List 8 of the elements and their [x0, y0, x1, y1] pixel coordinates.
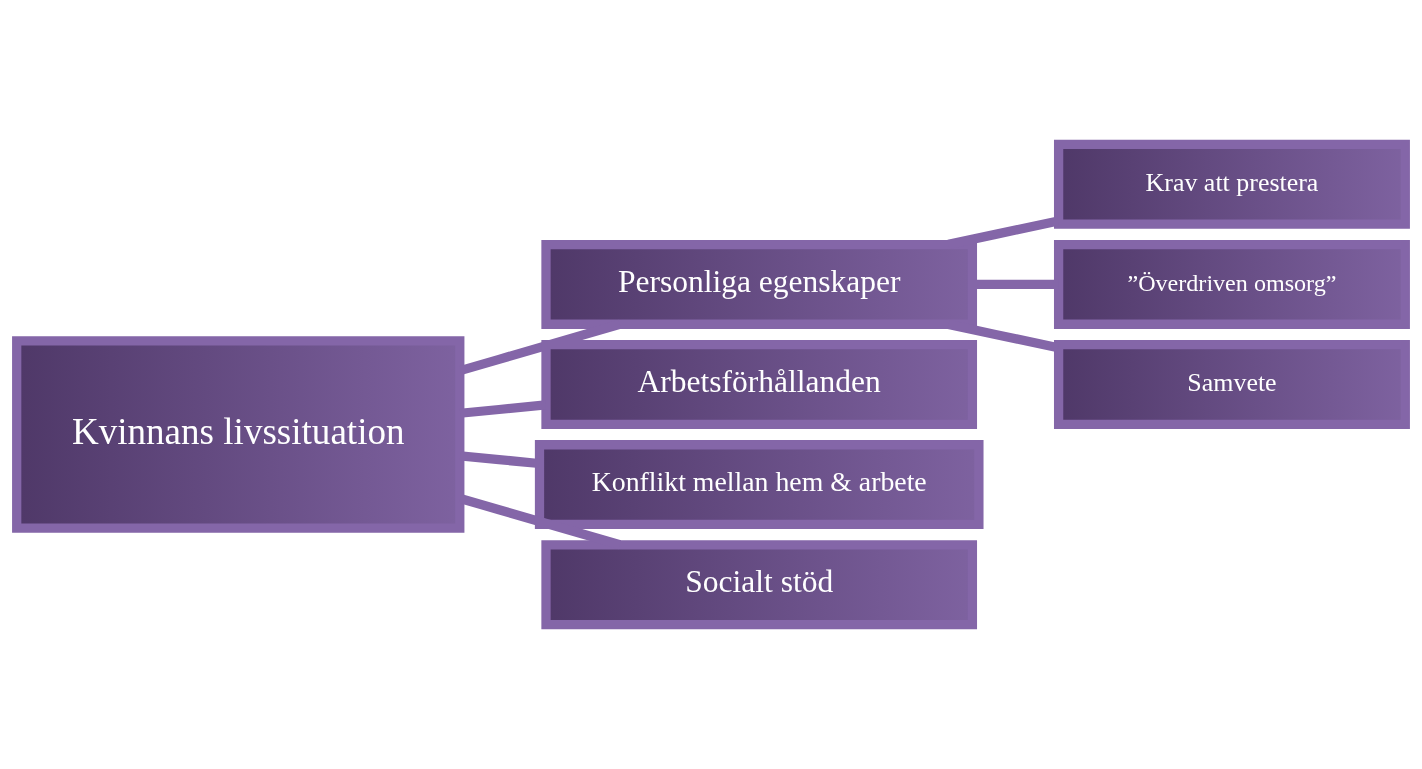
node-box: Krav att prestera: [1053, 139, 1410, 229]
node-box: ”Överdriven omsorg”: [1053, 239, 1410, 329]
node-box: Kvinnans livssituation: [12, 336, 465, 533]
node-box: Arbetsförhållanden: [541, 340, 978, 429]
node-box: Samvete: [1053, 340, 1410, 429]
node-box: Personliga egenskaper: [541, 239, 978, 329]
node-box: Konflikt mellan hem & arbete: [534, 440, 984, 530]
node-box: Socialt stöd: [541, 540, 978, 630]
